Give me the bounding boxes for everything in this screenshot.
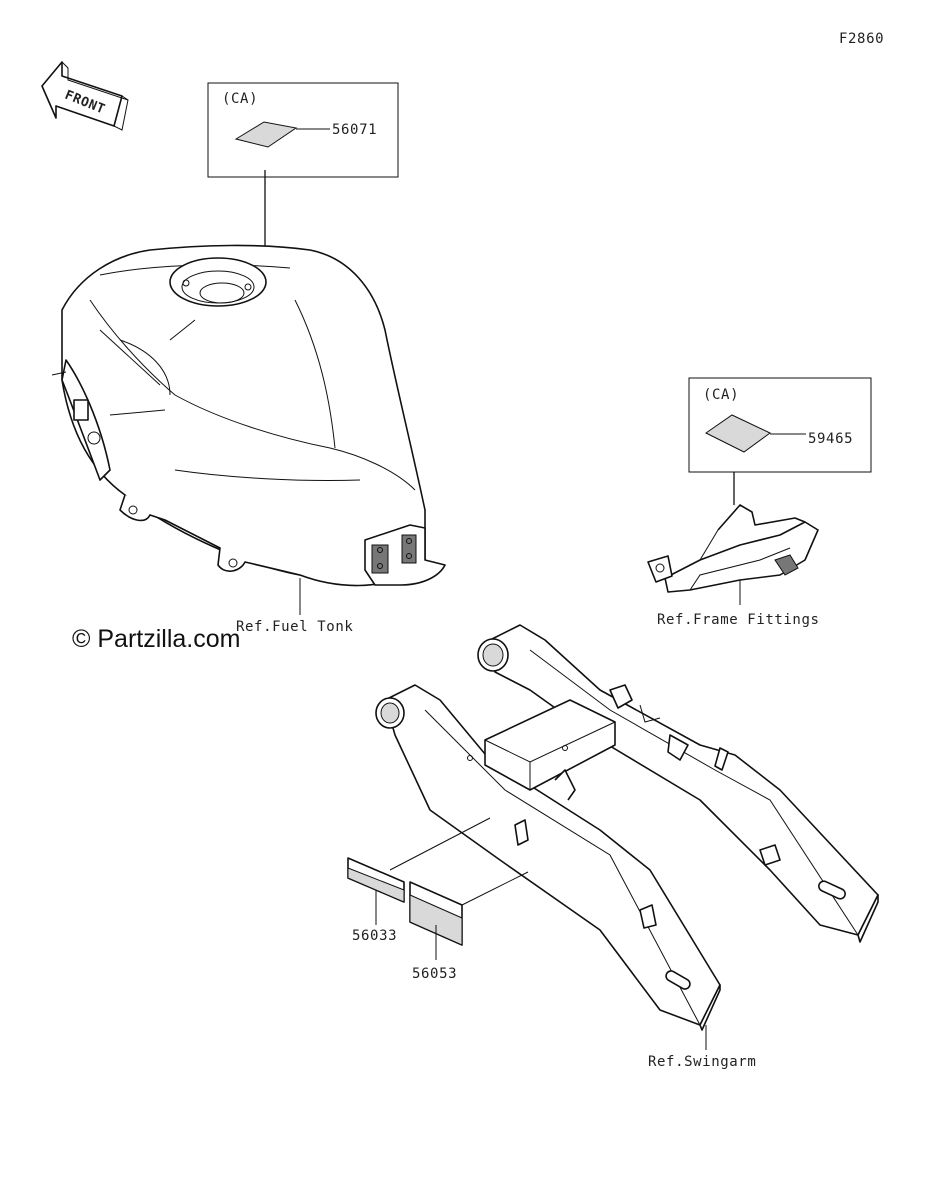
swingarm — [375, 624, 879, 1050]
label-56071-icon — [234, 121, 298, 148]
fuel-tank — [51, 244, 446, 615]
part-number-56053[interactable]: 56053 — [412, 966, 457, 982]
front-arrow-icon: FRONT — [41, 61, 129, 131]
ref-frame-fittings[interactable]: Ref.Frame Fittings — [657, 612, 820, 628]
callout-box-59465: (CA) 59465 — [688, 377, 872, 505]
part-number-56071[interactable]: 56071 — [332, 122, 377, 138]
callout-box-56071: (CA) 56071 — [207, 82, 399, 328]
part-number-56033[interactable]: 56033 — [352, 928, 397, 944]
ref-fuel-tank[interactable]: Ref.Fuel Tonk — [236, 619, 353, 635]
label-56033: 56033 — [347, 817, 491, 944]
part-number-59465[interactable]: 59465 — [808, 431, 853, 447]
label-59465-icon — [705, 414, 771, 453]
diagram-id: F2860 — [839, 31, 884, 47]
watermark: © Partzilla.com — [72, 625, 240, 653]
callout-tag: (CA) — [222, 91, 258, 107]
callout-tag-2: (CA) — [703, 387, 739, 403]
frame-fittings — [647, 504, 819, 605]
label-56053: 56053 — [409, 871, 529, 982]
ref-swingarm[interactable]: Ref.Swingarm — [648, 1054, 756, 1070]
